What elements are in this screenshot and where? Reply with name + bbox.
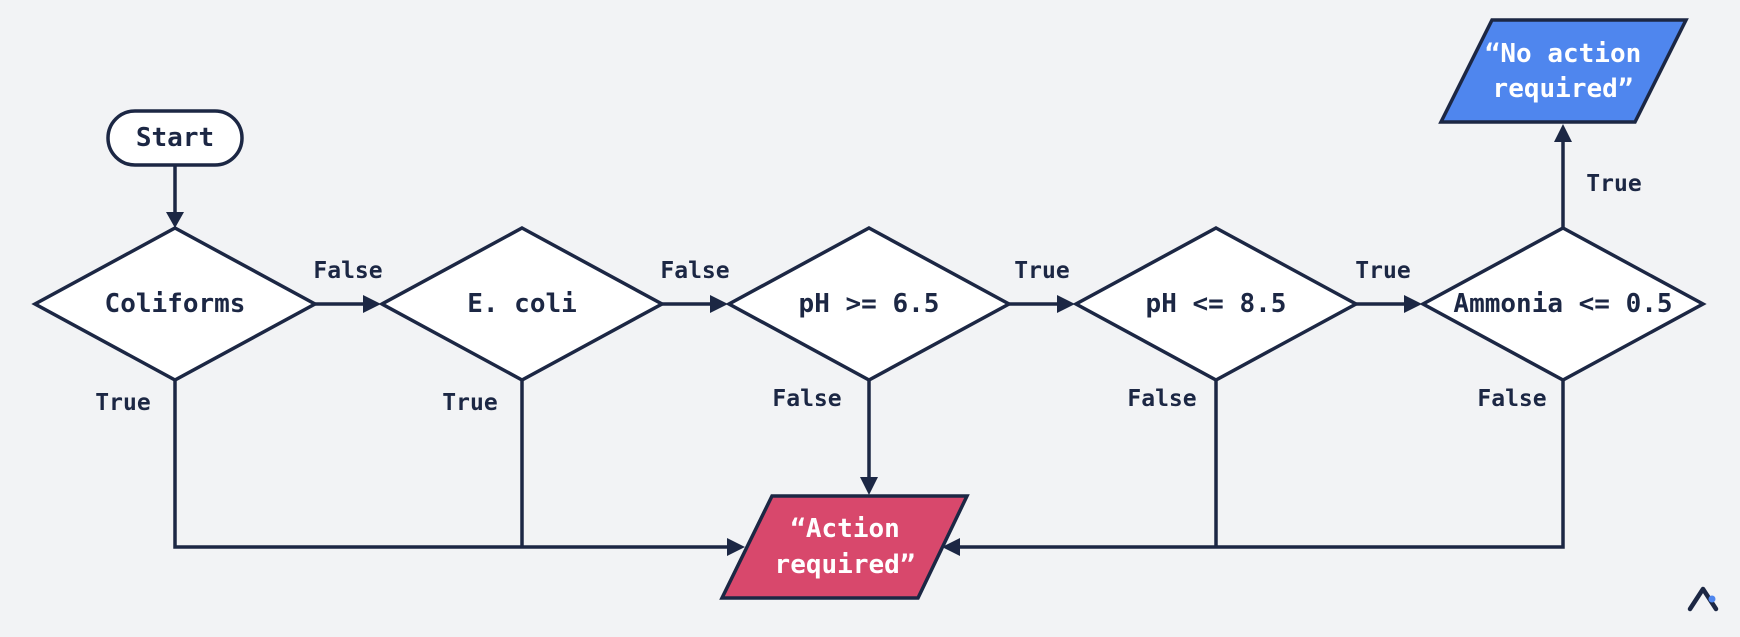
output-action: “Action required” [719, 494, 970, 600]
output-no-action-line2: required” [1493, 74, 1634, 104]
edge-labels: False False True True True True True Fal… [95, 171, 1641, 416]
edge-ammonia-to-action [957, 380, 1565, 549]
arrowhead-phmin-to-phmax [1057, 295, 1075, 313]
decision-ph-max-label: pH <= 8.5 [1146, 289, 1287, 319]
edges [166, 124, 1572, 556]
decision-ecoli: E. coli [378, 226, 666, 382]
edge-label-phmax-false: False [1127, 386, 1196, 412]
edge-coliforms-to-action [173, 380, 730, 549]
decision-ph-max: pH <= 8.5 [1072, 226, 1360, 382]
arrowhead-ammonia-to-noaction [1554, 124, 1572, 142]
edge-label-phmax-true: True [1355, 258, 1410, 284]
decision-coliforms-label: Coliforms [105, 289, 246, 319]
edge-label-ecoli-true: True [442, 390, 497, 416]
arrowhead-right-to-action [942, 538, 960, 556]
decision-ecoli-label: E. coli [467, 289, 577, 319]
decision-ph-min-label: pH >= 6.5 [799, 289, 940, 319]
arrowhead-phmax-to-ammonia [1404, 295, 1422, 313]
decision-ph-min: pH >= 6.5 [725, 226, 1013, 382]
output-no-action: “No action required” [1438, 18, 1689, 124]
output-action-line1: “Action [790, 514, 900, 544]
output-action-line2: required” [775, 550, 916, 580]
arrowhead-left-to-action [727, 538, 745, 556]
decision-ammonia: Ammonia <= 0.5 [1419, 226, 1707, 382]
start-label: Start [136, 123, 214, 153]
edge-label-coliforms-true: True [95, 390, 150, 416]
decision-coliforms: Coliforms [31, 226, 319, 382]
arrowhead-start-to-coliforms [166, 212, 184, 228]
edge-label-phmin-true: True [1014, 258, 1069, 284]
brand-logo-icon [1687, 586, 1719, 612]
output-no-action-line1: “No action [1485, 39, 1642, 69]
edge-label-ecoli-false: False [660, 258, 729, 284]
arrowhead-ecoli-to-phmin [710, 295, 728, 313]
arrowhead-coliforms-to-ecoli [363, 295, 381, 313]
edge-label-ammonia-false: False [1477, 386, 1546, 412]
start-node: Start [106, 109, 244, 167]
edge-label-coliforms-false: False [313, 258, 382, 284]
arrowhead-phmin-to-action [860, 477, 878, 495]
edge-label-ammonia-true: True [1586, 171, 1641, 197]
decision-ammonia-label: Ammonia <= 0.5 [1453, 289, 1672, 319]
edge-label-phmin-false: False [772, 386, 841, 412]
